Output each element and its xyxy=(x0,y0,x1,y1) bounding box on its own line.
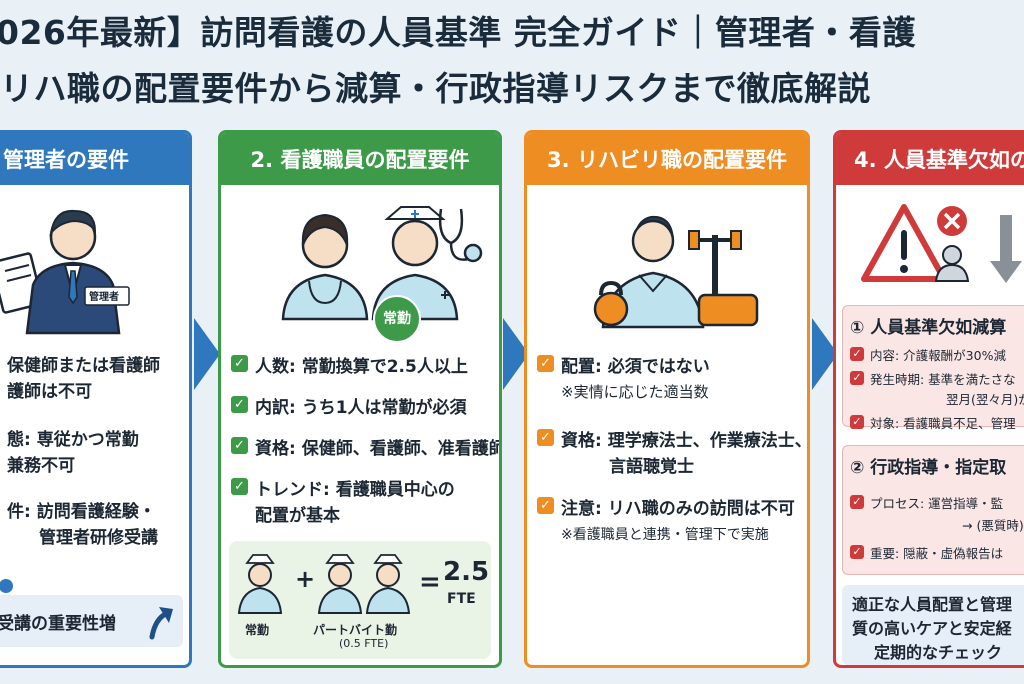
manager-person-icon xyxy=(0,209,130,335)
card-heading: 4. 人員基準欠如の xyxy=(836,133,1024,185)
admin-guidance-title: ② 行政指導・指定取 xyxy=(850,458,1007,478)
equals-sign: = xyxy=(419,567,441,597)
page-title-line-1: 026年最新】訪問看護の人員基準 完全ガイド｜管理者・看護 xyxy=(0,13,916,52)
full-time-badge: 常勤 xyxy=(373,295,421,343)
plus-sign: + xyxy=(295,565,316,593)
parttime-label: パートバイト勤 xyxy=(313,623,398,637)
warning-icons xyxy=(861,204,1022,283)
summary-line-3: 定期的なチェック xyxy=(874,643,1003,662)
process-line-1: プロセス: 運営指導・監 xyxy=(870,496,1004,511)
experience-line-2: 管理者研修受講 xyxy=(39,528,158,548)
check-icon: ✓ xyxy=(850,415,864,429)
breakdown-line: 内訳: うち1人は常勤が必須 xyxy=(255,398,467,418)
check-icon: ✓ xyxy=(231,355,248,372)
summary-box xyxy=(842,585,1024,665)
check-icon: ✓ xyxy=(231,396,248,413)
qualification-line: 資格: 保健師、看護師、准看護師 xyxy=(255,439,502,459)
trend-line-1: トレンド: 看護職員中心の xyxy=(255,480,455,500)
fte-total: 2.5 xyxy=(443,557,490,587)
dot-icon xyxy=(0,579,13,593)
summary-line-2: 質の高いケアと安定経 xyxy=(852,619,1012,638)
flow-arrow-1 xyxy=(194,318,220,390)
qualification-line-2: 護師は不可 xyxy=(7,382,92,402)
stethoscope-icon xyxy=(438,208,483,263)
reduction-timing-2: 翌月(翌々月)か xyxy=(946,392,1024,407)
check-icon: ✓ xyxy=(537,355,554,372)
check-icon: ✓ xyxy=(850,545,864,559)
fulltime-nurse-icon xyxy=(237,554,283,614)
check-icon: ✓ xyxy=(537,429,554,446)
check-icon: ✓ xyxy=(231,478,248,495)
caution-line: 注意: リハ職のみの訪問は不可 xyxy=(561,499,795,519)
fte-unit: FTE xyxy=(447,591,476,607)
headcount-line: 人数: 常勤換算で2.5人以上 xyxy=(255,357,468,377)
page-title-line-2: リハ職の配置要件から減算・行政指導リスクまで徹底解説 xyxy=(0,69,871,108)
check-icon: ✓ xyxy=(537,497,554,514)
reduction-target: 対象: 看護職員不足、管理 xyxy=(870,416,1016,431)
summary-line-1: 適正な人員配置と管理 xyxy=(852,595,1013,614)
fulltime-label: 常勤 xyxy=(245,623,270,637)
reduction-title: ① 人員基準欠如減算 xyxy=(850,318,1007,338)
kettlebell-icon xyxy=(593,280,629,327)
process-line-2: → (悪質時) 指 xyxy=(962,518,1024,533)
rehab-qualification-line-1: 資格: 理学療法士、作業療法士、 xyxy=(561,431,810,451)
trend-line-2: 配置が基本 xyxy=(255,506,340,526)
employment-line-2: 兼務不可 xyxy=(7,456,75,476)
check-icon: ✓ xyxy=(850,347,864,361)
reduction-section xyxy=(842,305,1024,427)
caution-note: ※看護職員と連携・管理下で実施 xyxy=(561,527,769,543)
nursing-staff-card: 2. 看護職員の配置要件 常勤 ✓ 人数: 常勤換算で2.5人以上 ✓ 内訳: … xyxy=(218,130,502,668)
qualification-line-1: 保健師または看護師 xyxy=(7,356,160,376)
placement-line: 配置: 必須ではない xyxy=(561,357,710,377)
employment-line-1: 態: 専従かつ常勤 xyxy=(7,430,139,450)
experience-line-1: 件: 訪問看護経験・ xyxy=(7,502,156,522)
placement-note: ※実情に応じた適当数 xyxy=(561,383,709,401)
important-line: 重要: 隠蔽・虚偽報告は xyxy=(870,546,1004,561)
rehab-therapist-icon xyxy=(601,215,759,329)
rehab-staff-card: 3. リハビリ職の配置要件 ✓ 配置: 必須ではない ※実情に応じた適当数 ✓ … xyxy=(524,130,810,668)
card-heading: 2. 看護職員の配置要件 xyxy=(221,133,499,185)
rehab-qualification-line-2: 言語聴覚士 xyxy=(609,457,694,477)
parttime-nurses-icon xyxy=(317,554,411,614)
card-heading: 3. リハビリ職の配置要件 xyxy=(527,133,807,185)
nurses-icon xyxy=(281,206,459,321)
manager-badge: 管理者 xyxy=(89,292,119,303)
manager-requirements-card: 管理者の要件 管理者 保健師または看護師 護師は不可 態: 専従かつ常勤 兼務不… xyxy=(0,130,192,668)
training-note: 受講の重要性増 xyxy=(0,614,116,634)
reduction-timing-1: 発生時期: 基準を満たさな xyxy=(870,372,1016,387)
trend-up-arrow-icon xyxy=(149,607,173,640)
check-icon: ✓ xyxy=(850,495,864,509)
card-heading: 管理者の要件 xyxy=(0,133,189,185)
check-icon: ✓ xyxy=(850,371,864,385)
staffing-shortfall-card: 4. 人員基準欠如の ① 人員基準欠如減算 ✓ 内容: 介護報酬が30%減 ✓ … xyxy=(833,130,1024,668)
check-icon: ✓ xyxy=(231,437,248,454)
admin-guidance-section xyxy=(842,445,1024,575)
parttime-fte: (0.5 FTE) xyxy=(339,637,389,650)
reduction-content: 内容: 介護報酬が30%減 xyxy=(870,348,1006,363)
